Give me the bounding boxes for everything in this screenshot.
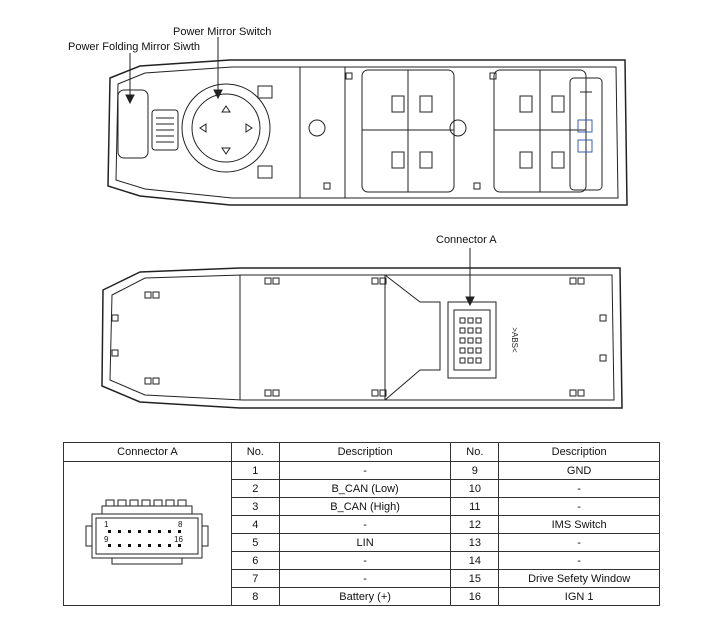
switch-top-view xyxy=(107,37,628,206)
pin-no: 13 xyxy=(450,533,500,552)
pin-description: - xyxy=(498,497,660,516)
pin-no: 6 xyxy=(230,551,280,570)
switch-bottom-view: >ABS< xyxy=(101,248,623,409)
lock-switch xyxy=(569,77,603,191)
housing-outline xyxy=(107,59,628,206)
pin-description: B_CAN (High) xyxy=(278,497,452,516)
header-desc-a: Description xyxy=(278,442,452,462)
folding-switch-rocker xyxy=(151,109,179,151)
pin-label-8: 8 xyxy=(178,520,183,529)
mirror-switch-knob xyxy=(191,93,261,163)
connector-a-pins xyxy=(459,317,482,364)
pin-description: - xyxy=(498,479,660,498)
pin-no: 5 xyxy=(230,533,280,552)
pin-no: 4 xyxy=(230,515,280,534)
power-mirror-switch-label: Power Mirror Switch xyxy=(173,26,272,38)
table-row: 3 B_CAN (High) 11 - xyxy=(64,497,660,516)
pin-description: - xyxy=(278,551,452,570)
header-no-b: No. xyxy=(450,442,500,462)
pin-description: Drive Sefety Window xyxy=(498,569,660,588)
folding-switch-body xyxy=(117,89,149,159)
pin-no: 3 xyxy=(230,497,280,516)
connector-a-face-cell: 1 8 9 16 xyxy=(63,461,232,606)
pin-description: B_CAN (Low) xyxy=(278,479,452,498)
pin-description: LIN xyxy=(278,533,452,552)
pin-no: 1 xyxy=(230,461,280,480)
connector-a-label: Connector A xyxy=(436,234,497,246)
connector-pin-dots xyxy=(108,530,182,547)
pin-no: 9 xyxy=(450,461,500,480)
pin-description: - xyxy=(278,515,452,534)
pin-no: 16 xyxy=(450,587,500,606)
header-desc-b: Description xyxy=(498,442,660,462)
pin-label-16: 16 xyxy=(174,535,183,544)
pin-description: - xyxy=(278,461,452,480)
connector-a-face-diagram: 1 8 9 16 xyxy=(85,499,209,565)
pin-description: IMS Switch xyxy=(498,515,660,534)
pin-description: - xyxy=(498,551,660,570)
connector-a-housing xyxy=(447,301,497,379)
pin-label-9: 9 xyxy=(104,535,109,544)
header-no-a: No. xyxy=(230,442,280,462)
pin-no: 15 xyxy=(450,569,500,588)
pin-no: 7 xyxy=(230,569,280,588)
pin-no: 8 xyxy=(230,587,280,606)
abs-marking: >ABS< xyxy=(510,327,519,353)
pin-no: 2 xyxy=(230,479,280,498)
header-connector: Connector A xyxy=(63,442,232,462)
pin-description: Battery (+) xyxy=(278,587,452,606)
table-row: 8 Battery (+) 16 IGN 1 xyxy=(64,587,660,606)
power-folding-mirror-label: Power Folding Mirror Siwth xyxy=(68,41,201,53)
pin-no: 11 xyxy=(450,497,500,516)
pin-no: 10 xyxy=(450,479,500,498)
pin-no: 12 xyxy=(450,515,500,534)
pin-no: 14 xyxy=(450,551,500,570)
pin-description: - xyxy=(498,533,660,552)
pin-description: GND xyxy=(498,461,660,480)
window-lock-icon xyxy=(577,119,593,133)
table-row: 4 - 12 IMS Switch xyxy=(64,515,660,534)
table-row: 1 8 9 16 1 - 9 GND xyxy=(63,461,660,606)
mirror-switch-bezel xyxy=(181,83,271,173)
pin-description: IGN 1 xyxy=(498,587,660,606)
bottom-housing-outline xyxy=(101,267,623,409)
pin-label-1: 1 xyxy=(104,520,109,529)
connector-pinout-table: Connector A No. Description No. Descript… xyxy=(63,442,660,606)
pin-description: - xyxy=(278,569,452,588)
child-lock-icon xyxy=(577,139,593,153)
